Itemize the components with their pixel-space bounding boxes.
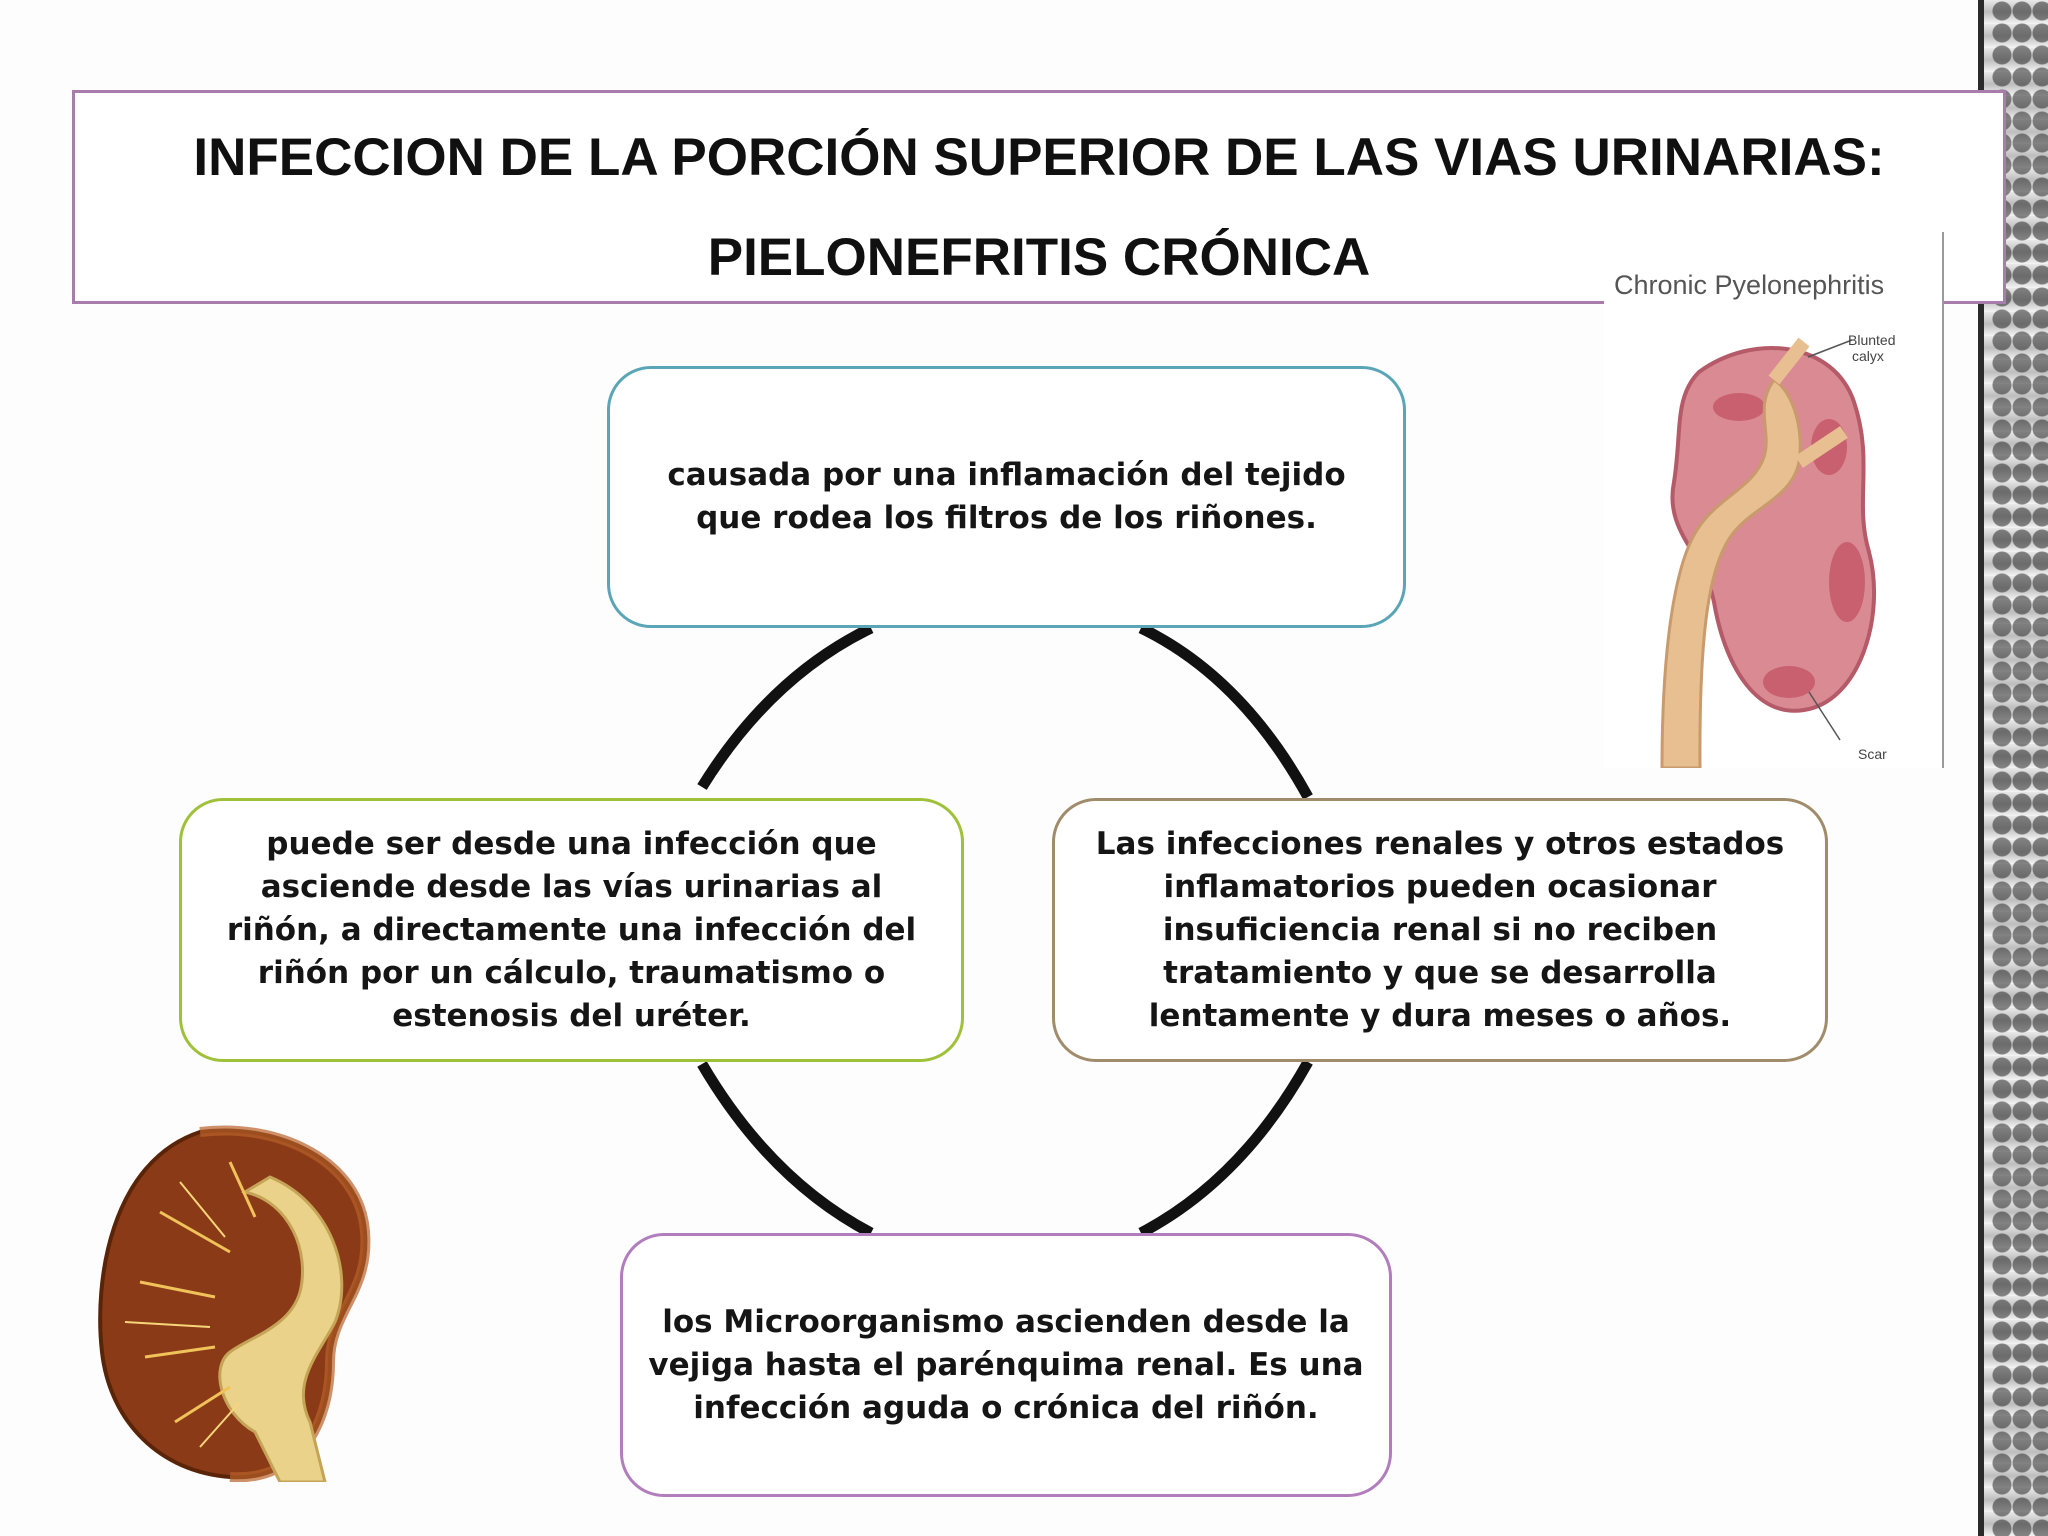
cycle-node-consequence: Las infecciones renales y otros estados … — [1052, 798, 1828, 1062]
kidney-section-image — [98, 1125, 371, 1482]
label-blunted: Blunted — [1848, 332, 1896, 348]
cycle-node-cause-text: causada por una inflamación del tejido q… — [667, 457, 1346, 536]
connector-bottom-left — [697, 1061, 874, 1238]
chronic-pyelonephritis-illustration: Chronic Pyelonephritis Blunted calyx Sca… — [1604, 232, 1944, 768]
title-box: INFECCION DE LA PORCIÓN SUPERIOR DE LAS … — [72, 90, 2006, 304]
cycle-node-consequence-text: Las infecciones renales y otros estados … — [1095, 825, 1785, 1034]
slide-subtitle: PIELONEFRITIS CRÓNICA — [707, 228, 1371, 287]
connector-top-right — [1138, 623, 1313, 800]
label-calyx: calyx — [1852, 348, 1884, 364]
kidney-drawing — [1660, 337, 1877, 768]
cycle-node-cause: causada por una inflamación del tejido q… — [607, 366, 1406, 628]
decorative-side-strip — [1978, 0, 2048, 1536]
connector-top-left — [697, 623, 874, 790]
illustration-title: Chronic Pyelonephritis — [1614, 270, 1885, 300]
connector-right-bottom — [1138, 1059, 1313, 1238]
cycle-node-origin: puede ser desde una infección que ascien… — [179, 798, 964, 1062]
slide-title: INFECCION DE LA PORCIÓN SUPERIOR DE LAS … — [193, 128, 1885, 187]
cycle-node-mechanism: los Microorganismo ascienden desde la ve… — [620, 1233, 1392, 1497]
cycle-node-mechanism-text: los Microorganismo ascienden desde la ve… — [648, 1303, 1364, 1426]
label-scar: Scar — [1858, 746, 1887, 762]
cycle-node-origin-text: puede ser desde una infección que ascien… — [226, 825, 917, 1034]
